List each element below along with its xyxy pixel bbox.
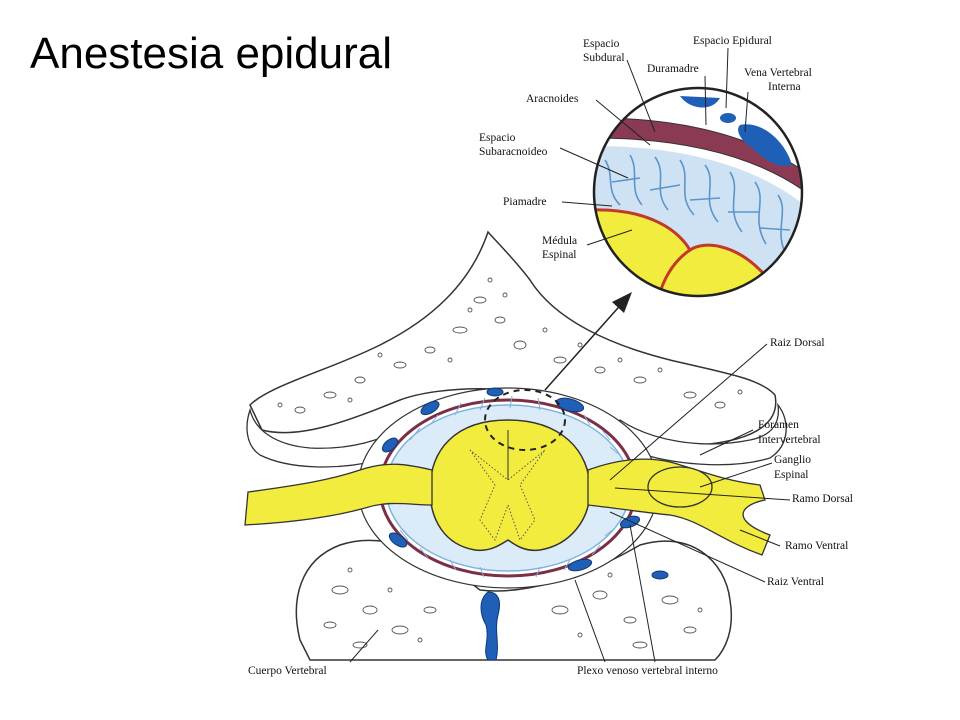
label-ramo-dorsal: Ramo Dorsal [792, 493, 853, 505]
label-raiz-ventral: Raiz Ventral [767, 576, 824, 588]
zoom-dura-band [594, 117, 802, 196]
arch-bone-texture [277, 277, 743, 414]
label-foramen-2: Intervertebral [758, 434, 821, 446]
label-medula-1: Médula [542, 235, 577, 247]
label-foramen-1: Foramen [758, 419, 799, 431]
diagram-labels: Espacio Subdural Espacio Epidural Durama… [248, 35, 853, 677]
zoom-arrow [544, 299, 626, 391]
vertebral-arch [249, 230, 777, 446]
label-cuerpo-vertebral: Cuerpo Vertebral [248, 665, 327, 677]
label-ganglio-1: Ganglio [774, 454, 811, 466]
label-ganglio-2: Espinal [774, 469, 809, 481]
label-espacio-epidural: Espacio Epidural [693, 35, 772, 47]
label-espacio-subaracnoideo-1: Espacio [479, 132, 516, 144]
venous-plexus [381, 387, 669, 661]
label-duramadre: Duramadre [647, 63, 699, 75]
body-bone-texture [323, 567, 703, 649]
label-espacio-subdural-2: Subdural [583, 52, 625, 64]
leader-lines [349, 47, 791, 663]
label-vena-vertebral-2: Interna [768, 81, 801, 93]
slide-title: Anestesia epidural [30, 29, 393, 78]
gray-matter [469, 449, 546, 542]
label-aracnoides: Aracnoides [526, 93, 579, 105]
magnified-circle-border [592, 86, 804, 298]
zoom-arrow-head [612, 292, 632, 313]
zoom-trabeculae [604, 154, 791, 259]
zoom-veins [680, 96, 792, 167]
label-raiz-dorsal: Raiz Dorsal [770, 337, 825, 349]
csf-trabeculae [399, 395, 621, 578]
zoom-region-outline [484, 389, 566, 451]
label-espacio-subdural-1: Espacio [583, 38, 620, 50]
spinal-cord [429, 419, 591, 552]
label-ramo-ventral: Ramo Ventral [785, 540, 848, 552]
label-vena-vertebral-1: Vena Vertebral [744, 67, 812, 79]
left-nerve-root [244, 463, 433, 526]
label-plexo-venoso: Plexo venoso vertebral interno [577, 665, 718, 677]
label-medula-2: Espinal [542, 249, 577, 261]
magnified-meninges [594, 88, 802, 296]
label-piamadre: Piamadre [503, 196, 546, 208]
spinal-ganglion [647, 466, 713, 508]
label-espacio-subaracnoideo-2: Subaracnoideo [479, 146, 548, 158]
